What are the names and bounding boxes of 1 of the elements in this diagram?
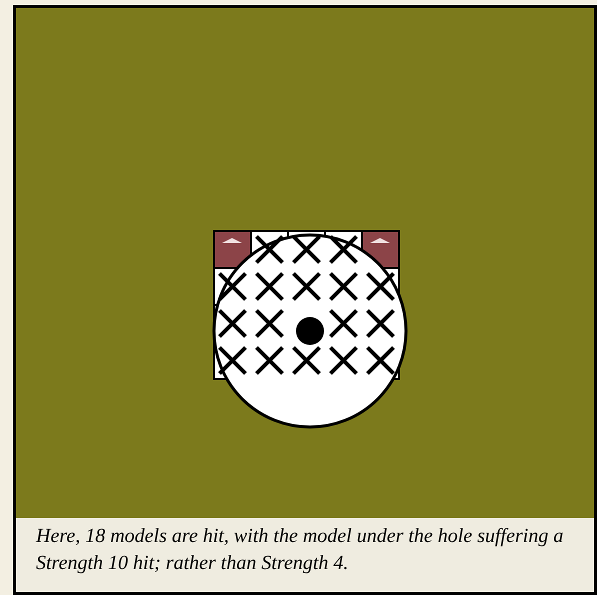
caption: Here, 18 models are hit, with the model under the hole suffering a Strength 10 hit; rather than Strength 4.	[36, 524, 564, 576]
